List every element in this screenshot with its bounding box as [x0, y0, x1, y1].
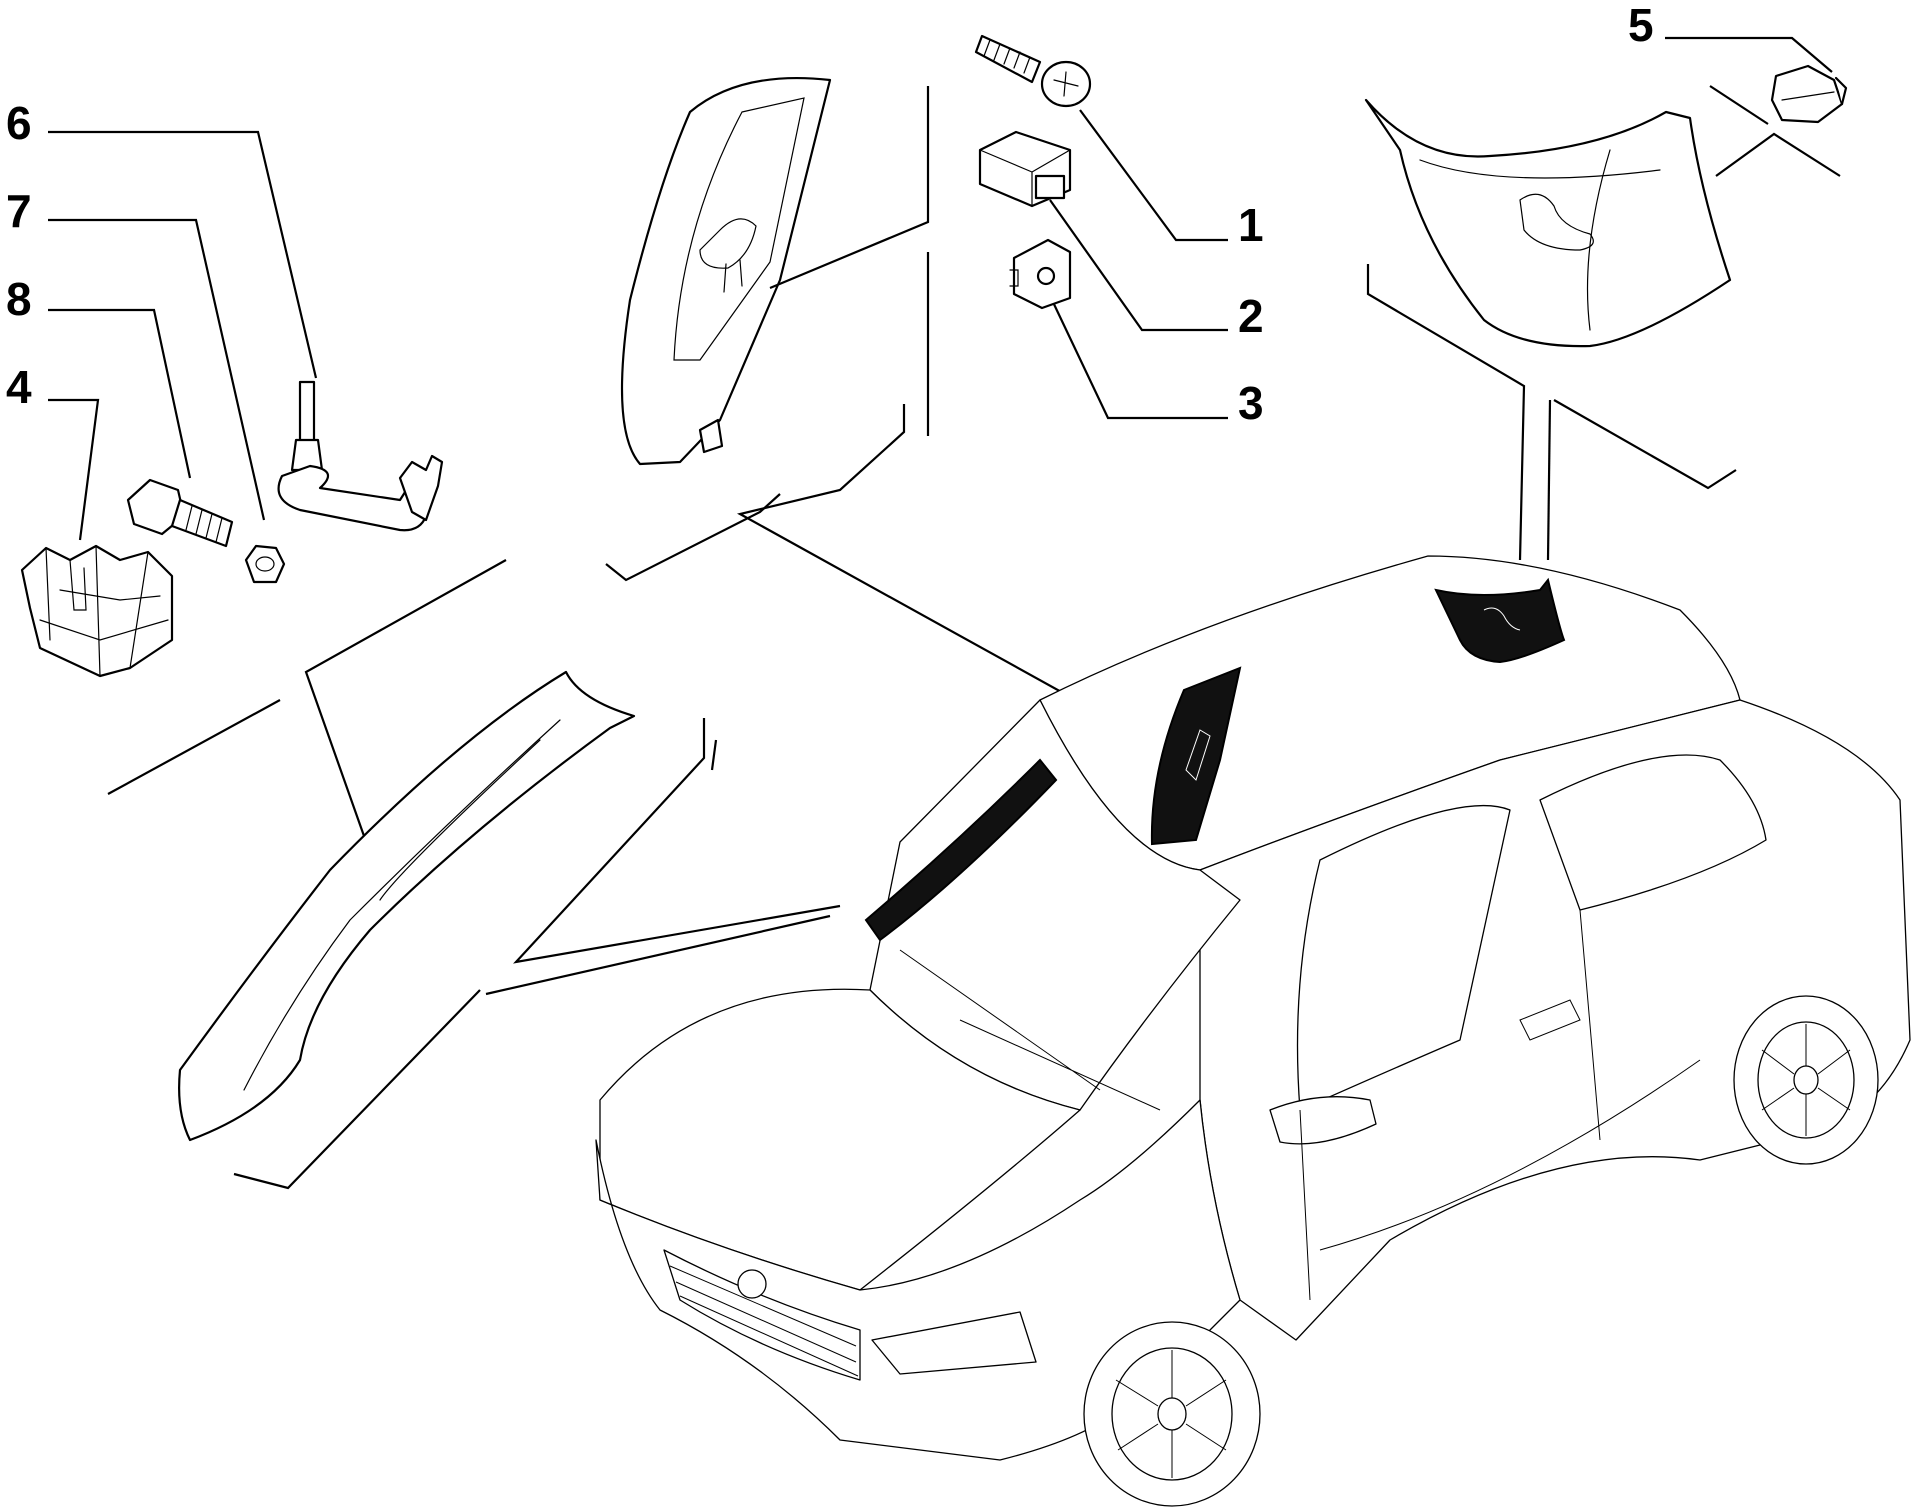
leader-apillar-f — [710, 739, 718, 771]
leader-7 — [48, 218, 266, 521]
leader-6 — [48, 130, 318, 379]
callout-2: 2 — [1238, 290, 1264, 342]
part-8-hex-bolt — [126, 478, 234, 548]
callout-7: 7 — [6, 185, 32, 237]
pillar-trim-upper — [620, 77, 832, 466]
leader-apillar-c — [512, 718, 841, 964]
callout-8: 8 — [6, 273, 32, 325]
part-4-clip — [20, 544, 174, 678]
leader-pillar-a — [769, 86, 930, 290]
leader-apillar-e — [233, 989, 481, 1190]
leader-8 — [48, 308, 192, 479]
part-7-nut — [244, 544, 286, 584]
leader-lines — [48, 36, 1833, 541]
part-5-retainer-clip — [1770, 64, 1848, 124]
leader-1 — [1079, 109, 1228, 242]
part-6-bracket-bolt — [277, 380, 444, 532]
car-body — [595, 555, 1911, 1507]
leader-5 — [1665, 36, 1833, 73]
callout-6: 6 — [6, 97, 32, 149]
part-1-screw — [974, 34, 1092, 108]
leader-roof-b — [1546, 399, 1552, 561]
leader-apillar-b — [107, 699, 281, 795]
leader-apillar-d — [485, 914, 831, 996]
leader-roof-e — [1715, 132, 1841, 177]
leader-apillar-a — [304, 559, 507, 837]
leader-pillar-d — [605, 493, 781, 582]
leader-roof-a — [1366, 264, 1526, 561]
leader-pillar-c — [736, 404, 1131, 731]
leader-4 — [48, 398, 100, 541]
callout-4: 4 — [6, 361, 32, 413]
part-3-speed-nut — [1009, 238, 1072, 310]
roof-trim-upper — [1364, 98, 1732, 348]
leader-3 — [1051, 299, 1228, 420]
callout-5: 5 — [1628, 0, 1654, 51]
callout-1: 1 — [1238, 199, 1264, 251]
leader-2 — [1049, 199, 1228, 332]
part-2-square-clip — [978, 130, 1072, 208]
leader-roof-c — [1553, 399, 1737, 490]
callout-3: 3 — [1238, 377, 1264, 429]
pillar-trim-lower — [178, 670, 636, 1142]
leader-roof-d — [1709, 85, 1769, 125]
